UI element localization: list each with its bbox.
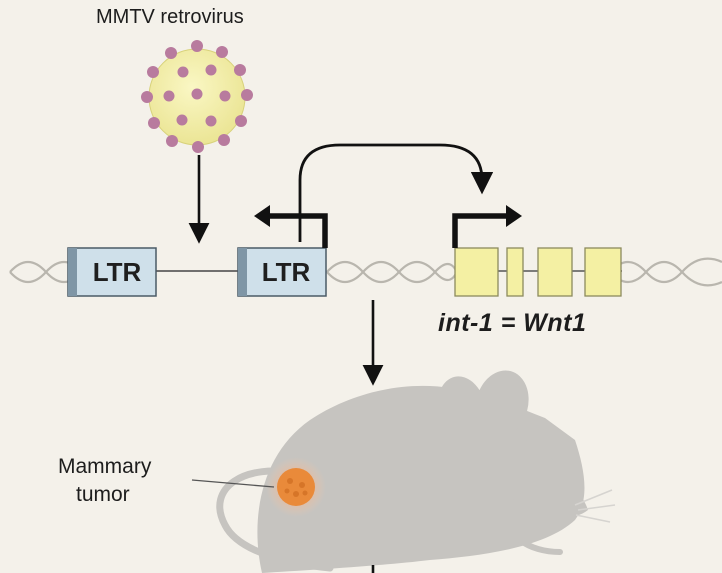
ltr-promoter-arrow [265,213,328,248]
exon-1 [454,247,499,297]
ltr-promoter-arrowhead [254,205,270,227]
mouse-head [470,429,588,518]
tumor-label-line1: Mammary [58,455,152,478]
mmtv-virus-icon [141,40,253,153]
ltr-box-left: LTR [67,247,157,297]
wnt1-gene [454,247,622,297]
ltr-box-right: LTR [237,247,327,297]
tumor-label-line2: tumor [76,483,130,506]
gene-label: int-1 = Wnt1 [438,309,587,337]
mouse-whiskers [574,489,616,523]
mammary-tumor [266,457,326,517]
mouse-silhouette [216,370,588,573]
gene-promoter-arrowhead [506,205,522,227]
tumor-leader-line [191,479,275,488]
virus-spikes [141,40,253,153]
gene-promoter-arrow [452,213,510,248]
mouse-ear-back [437,376,487,444]
exon-2 [506,247,524,297]
exon-4 [584,247,622,297]
arrow-enhancer-activation [298,143,494,242]
ltr-left-label: LTR [93,257,142,287]
mouse-front-leg [517,537,563,555]
mouse-hind-leg [267,542,303,559]
virus-label: MMTV retrovirus [96,6,244,28]
mouse-ear-front [475,370,529,438]
ltr-right-label: LTR [262,257,311,287]
exon-3 [537,247,573,297]
